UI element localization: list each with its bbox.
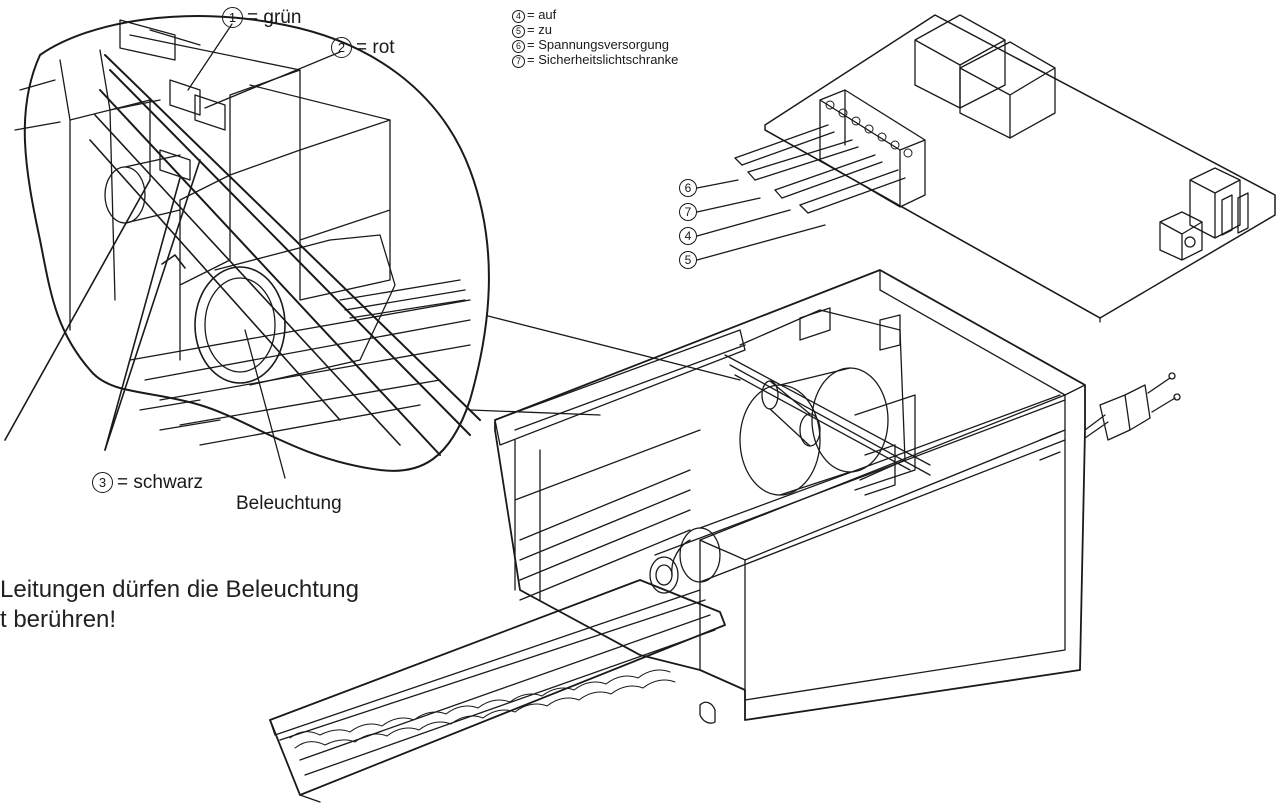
legend-text: = zu <box>527 22 552 37</box>
wire-label-text: = schwarz <box>117 472 204 493</box>
drive-housing <box>494 269 1086 721</box>
terminal-callout-7: 7 <box>679 203 697 221</box>
legend-item-7: 7= Sicherheitslichtschranke <box>512 53 678 68</box>
wire-leader-lines <box>4 23 341 479</box>
wire-label-black: 3= schwarz <box>92 472 203 494</box>
callout-number: 6 <box>512 40 525 53</box>
legend-item-6: 6= Spannungsversorgung <box>512 38 678 53</box>
terminal-callout-lines <box>696 179 826 261</box>
terminal-callout-4: 4 <box>679 227 697 245</box>
warning-line-1: Leitungen dürfen die Beleuchtung <box>0 576 359 603</box>
wire-label-red: 2= rot <box>331 37 395 59</box>
wire-label-text: = rot <box>356 37 395 58</box>
callout-number: 5 <box>512 25 525 38</box>
legend-text: = Sicherheitslichtschranke <box>527 52 679 67</box>
callout-number: 7 <box>512 55 525 68</box>
wire-label-text: = grün <box>247 7 302 28</box>
lighting-label: Beleuchtung <box>236 493 342 514</box>
terminal-callout-6: 6 <box>679 179 697 197</box>
callout-number: 2 <box>331 37 352 58</box>
guide-rail <box>269 394 1066 803</box>
power-plug <box>1084 372 1181 441</box>
warning-text: Leitungen dürfen die Beleuchtung t berüh… <box>0 575 359 635</box>
detail-magnifier <box>14 15 490 472</box>
wire-label-green: 1= grün <box>222 7 301 29</box>
callout-number: 3 <box>92 472 113 493</box>
circuit-board <box>734 14 1276 323</box>
legend-item-4: 4= auf <box>512 8 678 23</box>
legend-item-5: 5= zu <box>512 23 678 38</box>
zoom-connector-lines <box>469 315 741 416</box>
callout-number: 4 <box>512 10 525 23</box>
terminal-callout-5: 5 <box>679 251 697 269</box>
warning-line-2: t berühren! <box>0 606 117 633</box>
callout-number: 1 <box>222 7 243 28</box>
legend-text: = auf <box>527 7 557 22</box>
legend: 4= auf 5= zu 6= Spannungsversorgung 7= S… <box>512 8 678 68</box>
legend-text: = Spannungsversorgung <box>527 37 670 52</box>
